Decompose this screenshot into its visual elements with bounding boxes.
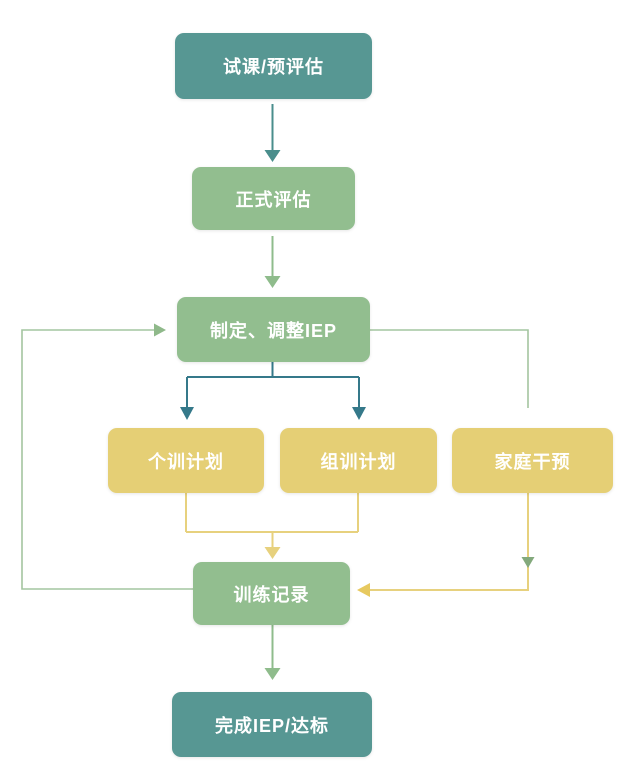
flow-node-label: 家庭干预 (494, 451, 571, 472)
flow-node-trial-pre-assessment: 试课/预评估 (175, 33, 372, 99)
flow-node-create-adjust-iep: 制定、调整IEP (177, 297, 370, 362)
edge-formal-to-iep (264, 236, 281, 288)
flow-node-training-record: 训练记录 (193, 562, 350, 625)
flow-node-label: 训练记录 (233, 584, 310, 605)
edge-trial-to-formal (264, 104, 281, 162)
edge-record-to-complete (264, 625, 281, 680)
edge-record-to-iep-feedback (21, 323, 193, 590)
flow-node-label: 组训计划 (320, 451, 397, 472)
edge-family-to-record (357, 493, 535, 597)
flow-node-label: 完成IEP/达标 (214, 715, 329, 736)
flow-node-complete-iep: 完成IEP/达标 (172, 692, 372, 757)
flow-node-label: 制定、调整IEP (209, 320, 337, 341)
flow-node-formal-assessment: 正式评估 (192, 167, 355, 230)
flow-node-label: 试课/预评估 (222, 57, 324, 77)
flow-node-family-intervention: 家庭干预 (452, 428, 613, 493)
edge-iep-to-family (370, 329, 529, 408)
edge-individual-group-to-record (185, 493, 359, 559)
flow-node-label: 正式评估 (235, 189, 312, 210)
flow-node-individual-training-plan: 个训计划 (108, 428, 264, 493)
flow-node-group-training-plan: 组训计划 (280, 428, 437, 493)
flow-node-label: 个训计划 (148, 451, 224, 472)
edge-iep-to-individual-and-group (180, 362, 366, 420)
